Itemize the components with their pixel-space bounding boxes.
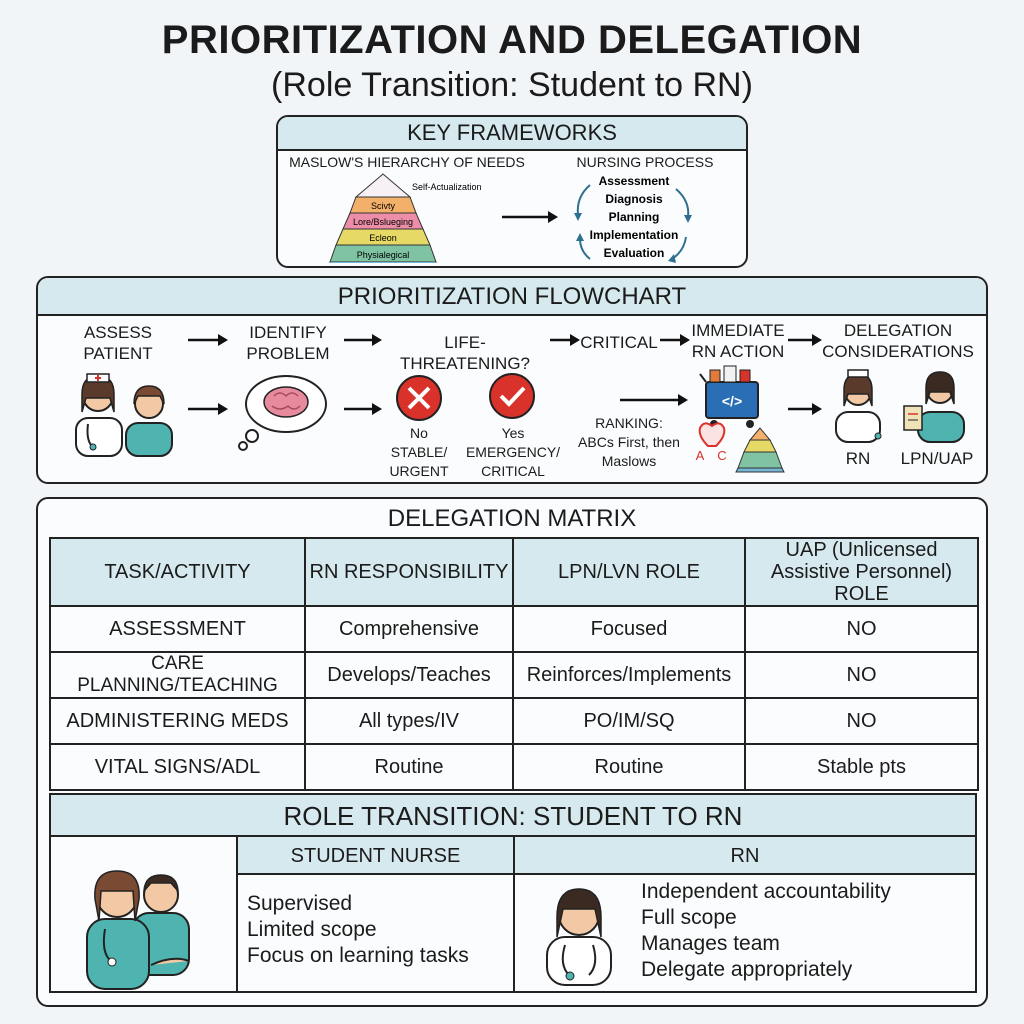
brain-thought-icon [238,375,327,451]
list-item: Delegate appropriately [641,958,853,981]
maslow-level-5: Physialegical [357,250,410,260]
maslow-pyramid: Self-Actualization Scivty Lore/Bslueging… [328,173,692,263]
medication-cart-icon: </> [699,365,759,428]
abc-letter-a: A [696,448,705,463]
frameworks-arrow-icon [502,211,558,223]
no-x-icon [396,375,442,421]
mini-pyramid-icon [735,427,785,473]
critical-label: CRITICAL [580,333,658,352]
no-branch-label: No STABLE/ URGENT [389,425,449,479]
aide-icon [125,385,173,457]
flowchart-heading: PRIORITIZATION FLOWCHART [38,278,986,316]
nurse-icon [75,373,123,457]
table-row: CARE PLANNING/TEACHING Develops/Teaches … [49,651,979,699]
table-row: ADMINISTERING MEDS All types/IV PO/IM/SQ… [49,697,979,745]
table-cell: NO [744,605,979,653]
table-row: VITAL SIGNS/ADL Routine Routine Stable p… [49,743,979,791]
table-cell: Focused [512,605,746,653]
table-cell: All types/IV [304,697,514,745]
delegation-matrix-heading: DELEGATION MATRIX [387,505,637,532]
abc-letter-c: C [717,448,726,463]
table-cell: PO/IM/SQ [512,697,746,745]
table-cell: Routine [304,743,514,791]
lpn-clipboard-icon [903,371,965,443]
list-item: Independent accountability [641,880,891,903]
col-header-rn: RN RESPONSIBILITY [304,537,514,607]
cart-code-glyph: </> [722,393,742,409]
rn-column-heading: RN [513,837,975,875]
nursing-step-4: Implementation [590,228,679,242]
nursing-step-5: Evaluation [604,246,665,260]
heart-abc-icon: A C [696,422,727,463]
delegation-matrix-panel: DELEGATION MATRIX TASK/ACTIVITY RN RESPO… [36,497,988,1007]
student-nurses-icon [86,870,190,990]
rn-items-list: Independent accountability Full scope Ma… [641,879,971,983]
student-column-divider [236,875,238,991]
immediate-rn-action-label: IMMEDIATE RN ACTION [691,321,785,361]
rn-nurse-icon [835,369,882,443]
list-item: Manages team [641,932,780,955]
table-cell: VITAL SIGNS/ADL [49,743,306,791]
maslow-level-1: Self-Actualization [412,182,482,192]
table-cell: Comprehensive [304,605,514,653]
student-items-list: Supervised Limited scope Focus on learni… [247,891,507,969]
delegation-considerations-label: DELEGATION CONSIDERATIONS [822,321,974,361]
col-header-uap: UAP (Unlicensed Assistive Personnel) ROL… [744,537,979,607]
rn-label: RN [845,449,871,468]
student-column-heading: STUDENT NURSE [236,837,513,875]
page-subtitle: (Role Transition: Student to RN) [271,66,753,104]
table-cell: Reinforces/Implements [512,651,746,699]
maslow-level-4: Ecleon [369,233,397,243]
table-cell: ASSESSMENT [49,605,306,653]
list-item: Focus on learning tasks [247,944,469,967]
list-item: Limited scope [247,918,377,941]
prioritization-flowchart-panel: PRIORITIZATION FLOWCHART ASSESS PATIENT … [36,276,988,484]
lpn-uap-label: LPN/UAP [900,449,974,468]
flowchart-graphics: </> A C [75,334,965,473]
arrow-icon [188,334,822,415]
ranking-label: RANKING: ABCs First, then Maslows [578,415,680,469]
table-row: ASSESSMENT Comprehensive Focused NO [49,605,979,653]
matrix-header-row: TASK/ACTIVITY RN RESPONSIBILITY LPN/LVN … [49,537,979,607]
maslow-title: MASLOW'S HIERARCHY OF NEEDS [289,154,525,170]
table-cell: NO [744,651,979,699]
key-frameworks-heading: KEY FRAMEWORKS [278,117,746,151]
rn-doctor-icon [546,888,612,986]
delegation-matrix-table: TASK/ACTIVITY RN RESPONSIBILITY LPN/LVN … [49,537,979,791]
maslow-level-3: Lore/Bslueging [353,217,413,227]
role-transition-section: ROLE TRANSITION: STUDENT TO RN STUDENT N… [49,793,977,993]
table-cell: Develops/Teaches [304,651,514,699]
identify-problem-label: IDENTIFY PROBLEM [246,323,330,363]
table-cell: Routine [512,743,746,791]
maslow-level-2: Scivty [371,201,396,211]
assess-patient-label: ASSESS PATIENT [83,323,153,363]
nursing-step-3: Planning [609,210,660,224]
life-threatening-label: LIFE-THREATENING? [399,333,531,373]
col-header-lpn: LPN/LVN ROLE [512,537,746,607]
col-header-task: TASK/ACTIVITY [49,537,306,607]
table-cell: Stable pts [744,743,979,791]
nursing-process-title: NURSING PROCESS [576,154,714,170]
yes-branch-label: Yes EMERGENCY/ CRITICAL [465,425,561,479]
cycle-arrows-icon [574,184,692,263]
role-transition-heading: ROLE TRANSITION: STUDENT TO RN [51,795,975,837]
nursing-step-1: Assessment [599,174,670,188]
list-item: Supervised [247,892,353,915]
table-cell: NO [744,697,979,745]
table-cell: ADMINISTERING MEDS [49,697,306,745]
list-item: Full scope [641,906,737,929]
nursing-step-2: Diagnosis [605,192,663,206]
table-cell: CARE PLANNING/TEACHING [49,651,306,699]
rn-column-divider [513,875,515,991]
yes-check-icon [489,373,535,419]
key-frameworks-panel: KEY FRAMEWORKS MASLOW'S HIERARCHY OF NEE… [276,115,748,268]
page-title: PRIORITIZATION AND DELEGATION [161,18,863,62]
